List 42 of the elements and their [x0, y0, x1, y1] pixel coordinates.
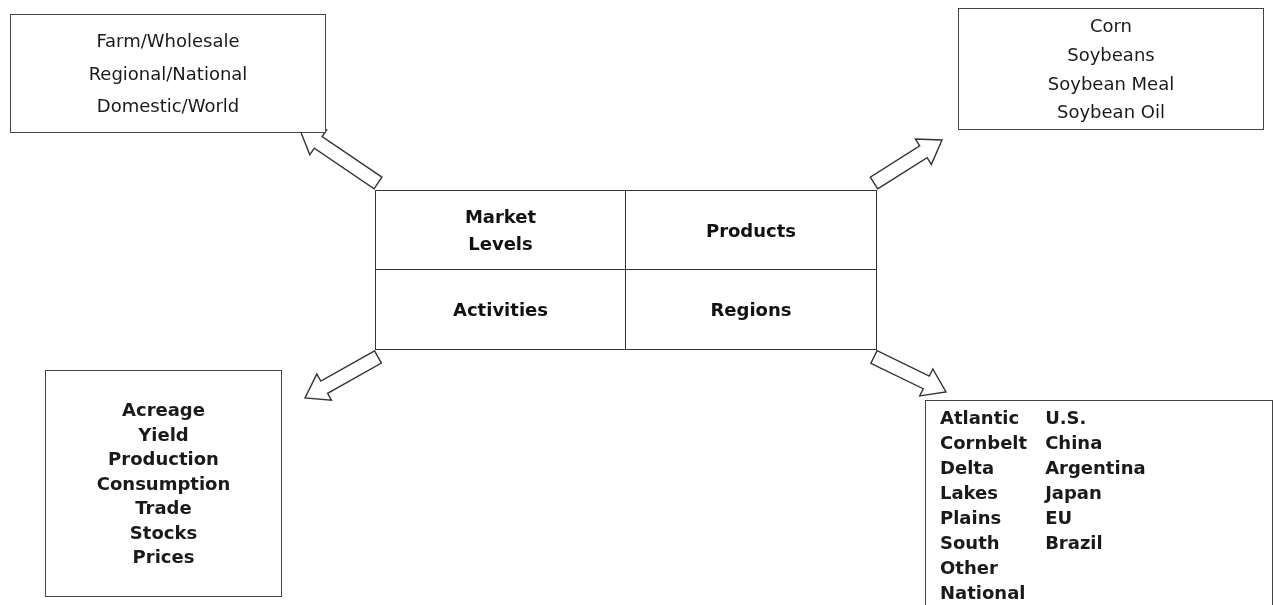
block-arrow: [303, 349, 383, 402]
list-box: [958, 8, 1264, 130]
list-item: EU: [1045, 507, 1074, 530]
list-item: Regional/National: [88, 62, 248, 85]
list-item: Soybean Meal: [1047, 72, 1175, 95]
list-item: Stocks: [129, 521, 198, 544]
list-item: South: [940, 532, 1001, 555]
quadrant-box: [375, 190, 877, 350]
list-item: Farm/Wholesale: [96, 30, 240, 52]
list-item: Brazil: [1045, 532, 1104, 555]
quadrant-title: Products: [705, 218, 797, 243]
list-item: Prices: [132, 546, 195, 569]
list-box: [45, 370, 282, 597]
list-item: Delta: [940, 457, 996, 480]
quadrant-cell: [376, 191, 626, 270]
list-item: Acreage: [122, 398, 205, 421]
quadrant-title: Activities: [453, 298, 548, 322]
list-item: Cornbelt: [940, 432, 1028, 455]
list-box: [10, 14, 326, 133]
list-item: U.S.: [1045, 407, 1088, 430]
list-item: Trade: [135, 497, 192, 519]
list-item: Consumption: [96, 472, 231, 495]
quadrant-title: Regions: [710, 298, 792, 322]
list-item: National: [940, 582, 1027, 605]
list-item: Japan: [1045, 482, 1103, 505]
list-item: Other: [940, 557, 999, 580]
block-arrow: [298, 129, 383, 190]
block-arrow: [869, 138, 944, 190]
list-item: China: [1045, 432, 1104, 455]
list-item: Yield: [138, 423, 189, 446]
block-arrow: [869, 349, 948, 397]
list-box: [925, 400, 1273, 605]
list-item: Plains: [940, 507, 1003, 530]
list-item: Soybean Oil: [1057, 101, 1165, 123]
list-item: Production: [108, 448, 219, 470]
list-item: Domestic/World: [96, 95, 240, 117]
quadrant-title: Market Levels: [463, 205, 538, 256]
list-item: Atlantic: [940, 407, 1021, 430]
list-item: Argentina: [1045, 457, 1146, 480]
list-item: Soybeans: [1067, 43, 1155, 66]
list-item: Lakes: [940, 482, 1000, 505]
list-item: Corn: [1089, 15, 1133, 37]
